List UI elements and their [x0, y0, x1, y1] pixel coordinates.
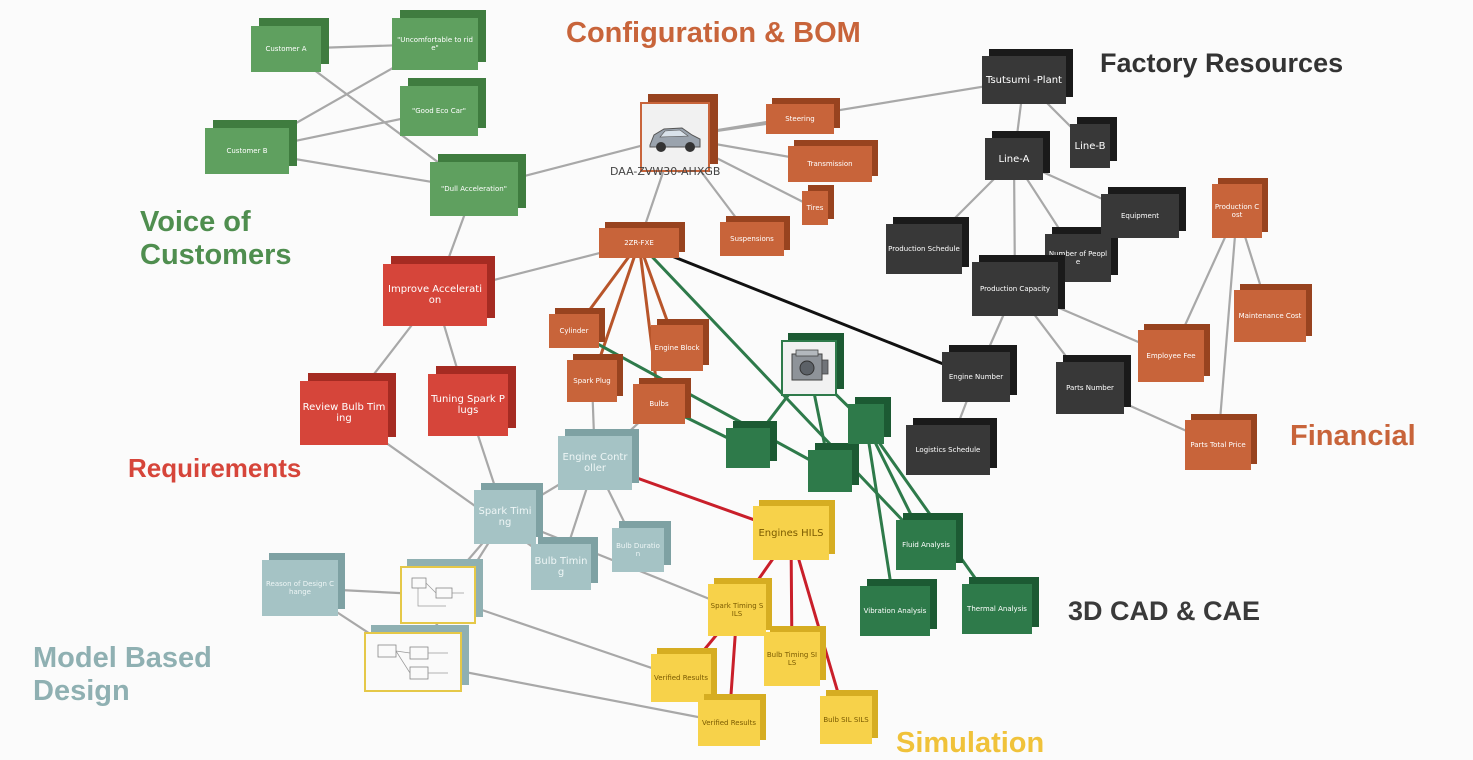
edge-design-sketch-2-to-verified-results-2: [411, 660, 731, 725]
node-engines-hils[interactable]: Engines HILS: [753, 506, 829, 560]
node-cylinder[interactable]: Cylinder: [549, 314, 599, 348]
node-engine-number[interactable]: Engine Number: [942, 352, 1010, 402]
section-title-requirements: Requirements: [128, 453, 302, 483]
edge-car-model-to-tsutsumi-plant: [673, 78, 1026, 139]
node-steering[interactable]: Steering: [766, 104, 834, 134]
node-production-capacity[interactable]: Production Capacity: [972, 262, 1058, 316]
edge-engines-hils-to-bulb-sil-sils: [789, 531, 848, 722]
node-spark-plug[interactable]: Spark Plug: [567, 360, 617, 402]
section-title-voice: Voice of Customers: [140, 206, 292, 271]
edge-2zr-fxe-to-engine-number: [637, 241, 978, 379]
engine-icon: [791, 349, 829, 381]
node-car-model-label: DAA-ZVW30-AHXGB: [610, 165, 721, 178]
node-review-bulb-timing[interactable]: Review Bulb Timing: [300, 381, 388, 445]
node-tires[interactable]: Tires: [802, 191, 828, 225]
sketch-icon: [377, 644, 448, 680]
node-logistics-schedule[interactable]: Logistics Schedule: [906, 425, 990, 475]
node-dull-acceleration[interactable]: "Dull Acceleration": [430, 162, 518, 216]
node-production-schedule[interactable]: Production Schedule: [886, 224, 962, 274]
node-engine-block[interactable]: Engine Block: [651, 325, 703, 371]
node-bulb-sil-sils[interactable]: Bulb SIL SILS: [820, 696, 872, 744]
node-maintenance-cost[interactable]: Maintenance Cost: [1234, 290, 1306, 342]
node-line-b[interactable]: Line-B: [1070, 124, 1110, 168]
node-2zr-fxe[interactable]: 2ZR-FXE: [599, 228, 679, 258]
section-title-configuration: Configuration & BOM: [566, 17, 861, 49]
edge-cylinder-to-cad-part-2: [572, 329, 832, 473]
node-fluid-analysis[interactable]: Fluid Analysis: [896, 520, 956, 570]
node-spark-timing-sils[interactable]: Spark Timing SILS: [708, 584, 766, 636]
node-tsutsumi-plant[interactable]: Tsutsumi -Plant: [982, 56, 1066, 104]
node-engine-controller[interactable]: Engine Controller: [558, 436, 632, 490]
node-vibration-analysis[interactable]: Vibration Analysis: [860, 586, 930, 636]
section-title-model-based: Model Based Design: [33, 642, 212, 707]
node-reason-of-design-change[interactable]: Reason of Design Change: [262, 560, 338, 616]
node-spark-timing[interactable]: Spark Timing: [474, 490, 536, 544]
edge-cad-part-3-to-vibration-analysis: [864, 422, 897, 613]
node-design-sketch-1[interactable]: [400, 566, 476, 624]
edge-production-cost-to-parts-total-price: [1216, 209, 1239, 447]
node-bulb-duration[interactable]: Bulb Duration: [612, 528, 664, 572]
node-design-sketch-2[interactable]: [364, 632, 462, 692]
node-line-a[interactable]: Line-A: [985, 138, 1043, 180]
section-title-financial: Financial: [1290, 420, 1416, 452]
node-thermal-analysis[interactable]: Thermal Analysis: [962, 584, 1032, 634]
node-verified-results-2[interactable]: Verified Results: [698, 700, 760, 746]
node-tuning-spark-plugs[interactable]: Tuning Spark Plugs: [428, 374, 508, 436]
node-transmission[interactable]: Transmission: [788, 146, 872, 182]
section-title-factory: Factory Resources: [1100, 48, 1344, 78]
section-title-simulation: Simulation: [896, 727, 1045, 759]
node-employee-fee[interactable]: Employee Fee: [1138, 330, 1204, 382]
node-bulbs[interactable]: Bulbs: [633, 384, 685, 424]
node-verified-results-1[interactable]: Verified Results: [651, 654, 711, 702]
node-suspensions[interactable]: Suspensions: [720, 222, 784, 256]
edge-cad-part-3-to-thermal-analysis: [864, 422, 999, 611]
node-production-cost[interactable]: Production Cost: [1212, 184, 1262, 238]
node-car-model[interactable]: [640, 102, 710, 172]
node-bulb-timing-sils[interactable]: Bulb Timing SILS: [764, 632, 820, 686]
node-customer-b[interactable]: Customer B: [205, 128, 289, 174]
node-parts-total-price[interactable]: Parts Total Price: [1185, 420, 1251, 470]
node-cad-part-3[interactable]: [848, 404, 884, 444]
edge-2zr-fxe-to-spark-plug: [590, 241, 641, 383]
node-improve-acceleration[interactable]: Improve Acceleration: [383, 264, 487, 326]
node-customer-a[interactable]: Customer A: [251, 26, 321, 72]
car-icon: [649, 127, 701, 152]
node-equipment[interactable]: Equipment: [1101, 194, 1179, 238]
sketch-icon: [411, 577, 464, 607]
node-bulb-timing[interactable]: Bulb Timing: [531, 544, 591, 590]
edge-design-sketch-1-to-verified-results-1: [436, 593, 683, 680]
node-cad-part-1[interactable]: [726, 428, 770, 468]
node-good-eco-car[interactable]: "Good Eco Car": [400, 86, 478, 136]
node-cad-part-2[interactable]: [808, 450, 852, 492]
node-engine-model[interactable]: [781, 340, 837, 396]
node-parts-number[interactable]: Parts Number: [1056, 362, 1124, 414]
section-title-cad: 3D CAD & CAE: [1068, 596, 1261, 626]
node-uncomfortable[interactable]: "Uncomfortable to ride": [392, 18, 478, 70]
